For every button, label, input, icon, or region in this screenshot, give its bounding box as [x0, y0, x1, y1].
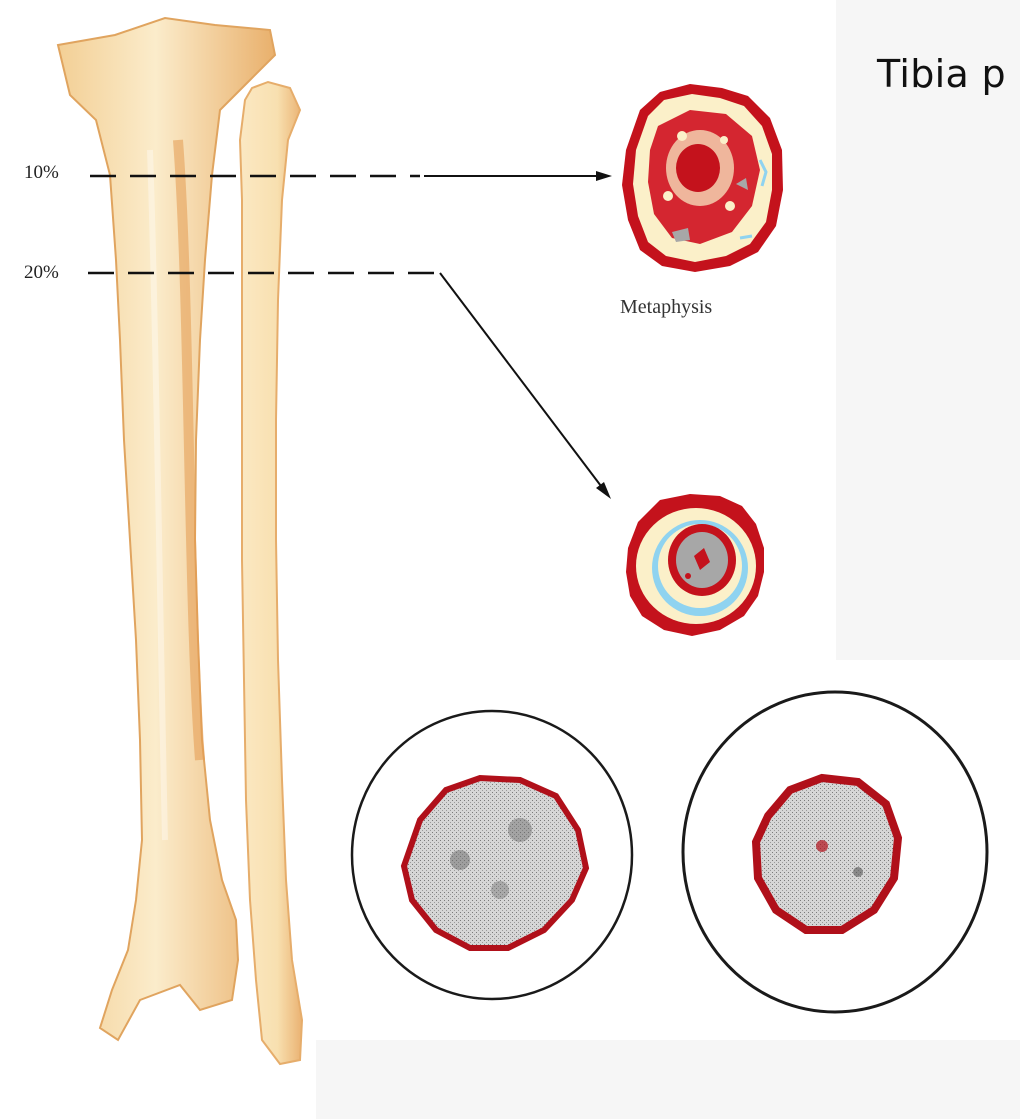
pqct-slice-right — [683, 692, 987, 1012]
metaphysis-cross-section — [622, 84, 783, 272]
fibula-shape — [240, 82, 302, 1064]
pqct-slice-left — [352, 711, 632, 999]
diaphysis-cross-section — [626, 494, 764, 636]
